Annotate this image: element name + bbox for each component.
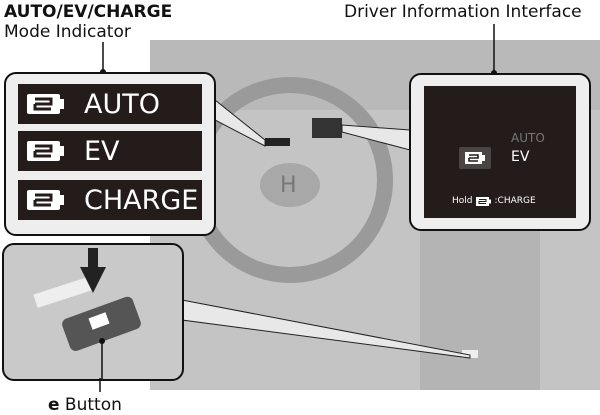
battery-e-icon <box>27 94 64 114</box>
mode-auto: AUTO <box>18 84 202 124</box>
hold-label: Hold <box>452 196 473 206</box>
mode-auto-inactive: AUTO <box>511 131 545 145</box>
mode-ev-active: EV <box>511 149 530 165</box>
mode-indicator-title: Mode Indicator <box>4 22 131 42</box>
hold-hint: Hold :CHARGE <box>452 196 536 206</box>
mode-label: CHARGE <box>84 184 199 216</box>
e-button-label: e Button <box>48 395 122 415</box>
e-letter: e <box>48 395 60 415</box>
driver-info-screen: AUTO EV Hold :CHARGE <box>424 86 576 218</box>
svg-text:H: H <box>280 173 297 198</box>
driver-info-title: Driver Information Interface <box>344 2 582 22</box>
hold-action: :CHARGE <box>494 196 536 206</box>
mode-indicator-panel: AUTO EV CHARGE <box>4 72 216 236</box>
button-word: Button <box>59 395 122 415</box>
battery-e-icon <box>475 196 491 206</box>
mode-label: AUTO <box>84 88 160 120</box>
battery-e-icon <box>27 190 64 210</box>
mode-ev: EV <box>18 131 202 171</box>
press-arrow-icon <box>80 248 106 293</box>
mode-charge: CHARGE <box>18 180 202 220</box>
mode-label: EV <box>84 135 120 167</box>
e-button-closeup <box>2 243 184 381</box>
battery-e-icon <box>27 141 64 161</box>
mode-indicator-title-bold: AUTO/EV/CHARGE <box>4 2 173 22</box>
e-mode-icon <box>459 147 491 169</box>
driver-info-panel: AUTO EV Hold :CHARGE <box>409 73 591 231</box>
